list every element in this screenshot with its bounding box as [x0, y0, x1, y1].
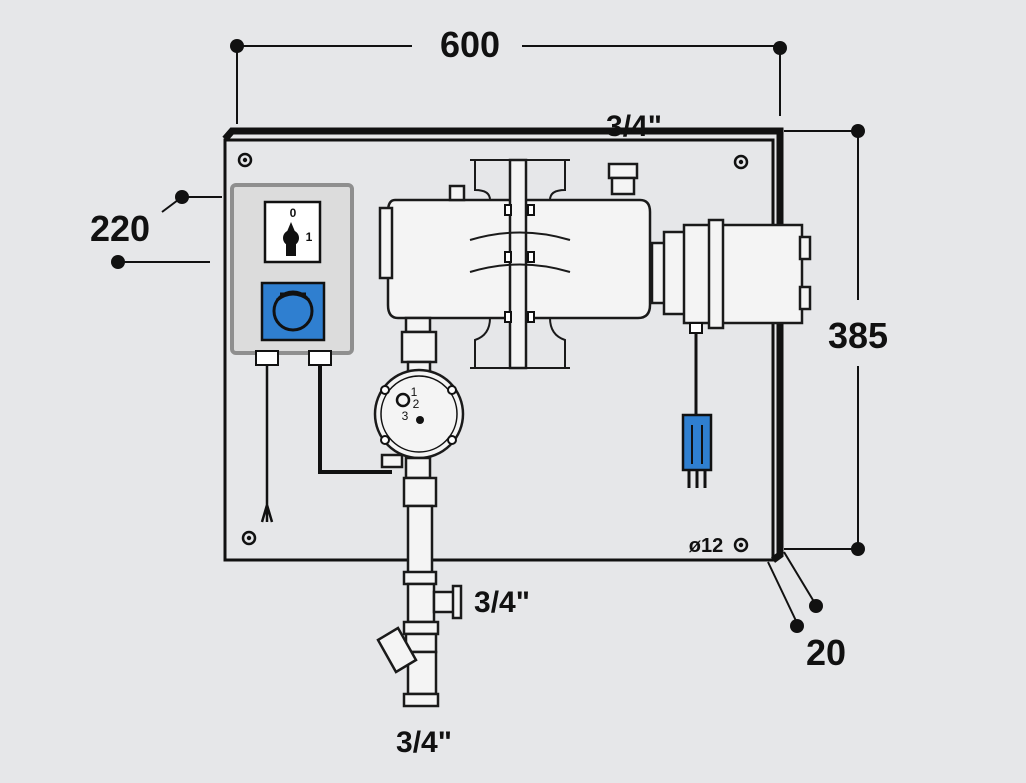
- mounting-hole-bottom-right: [733, 537, 749, 553]
- pump-speed-1: 1: [411, 385, 418, 399]
- dimension-height: [784, 124, 865, 556]
- pump-speed-2: 2: [413, 397, 420, 411]
- top-outlet-label: 3/4": [606, 110, 662, 143]
- mounting-hole-bottom-left: [241, 530, 257, 546]
- circulation-pump: [373, 316, 465, 480]
- height-label: 385: [828, 315, 888, 356]
- switch-position-on: 1: [306, 230, 313, 244]
- dimension-depth: [767, 551, 823, 633]
- dimension-width: [230, 39, 787, 124]
- mounting-hole-top-left: [237, 152, 253, 168]
- dimension-box-depth: [111, 190, 222, 269]
- box-depth-label: 220: [90, 208, 150, 249]
- switch-position-off: 0: [290, 206, 297, 220]
- flow-meter: [378, 158, 652, 370]
- blue-plug: [681, 413, 713, 488]
- pump-speed-3: 3: [402, 409, 409, 423]
- bottom-inlet-label: 3/4": [396, 726, 452, 759]
- mounting-hole-top-right: [733, 154, 749, 170]
- width-label: 600: [440, 24, 500, 65]
- switch-box: [230, 183, 392, 523]
- solenoid-valve: [650, 218, 812, 418]
- hole-diameter-label: ø12: [689, 535, 723, 557]
- inlet-pipe: [376, 476, 463, 708]
- side-outlet-label: 3/4": [474, 586, 530, 619]
- depth-label: 20: [806, 632, 846, 673]
